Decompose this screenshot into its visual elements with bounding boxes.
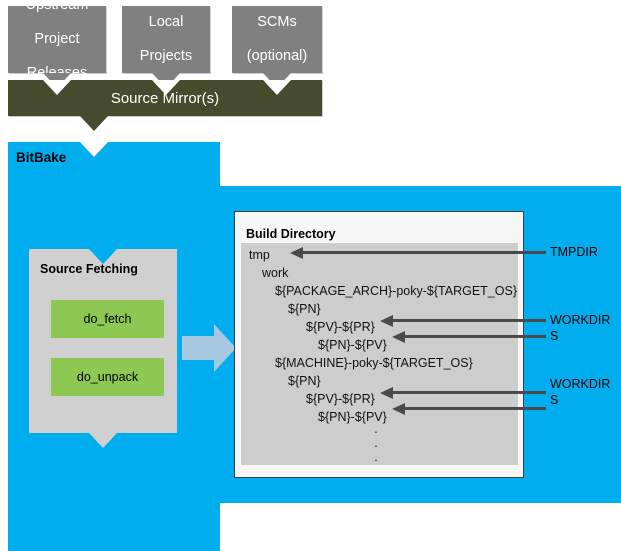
task-do-unpack-label: do_unpack xyxy=(76,370,139,384)
tree-line-work: work xyxy=(262,266,289,280)
pointer-head-s-1 xyxy=(392,331,405,343)
task-do-fetch-label: do_fetch xyxy=(83,312,132,326)
source-fetching-panel xyxy=(29,249,177,433)
pointer-label-workdir-2: WORKDIR xyxy=(550,377,611,391)
pointer-label-workdir-1: WORKDIR xyxy=(550,313,611,327)
source-box-upstream-line1: Upstream xyxy=(25,0,89,13)
tree-line-pn-2: ${PN} xyxy=(288,374,321,388)
mirror-to-bitbake-notch xyxy=(80,142,108,157)
fetch-to-build-arrow-shaft xyxy=(182,336,214,360)
task-do-unpack[interactable]: do_unpack xyxy=(51,358,164,396)
tree-line-tmp: tmp xyxy=(249,248,270,262)
pointer-head-workdir-1 xyxy=(380,315,393,327)
pointer-shaft-s-1 xyxy=(404,335,546,338)
source-box-scms: SCMs (optional) xyxy=(232,6,322,73)
build-directory-tree-area xyxy=(241,243,518,465)
source-mirror-label: Source Mirror(s) xyxy=(110,89,220,107)
source-box-local-line2: Projects xyxy=(139,48,193,64)
pointer-shaft-workdir-2 xyxy=(392,391,546,394)
source-box-local-line1: Local xyxy=(148,14,184,30)
tree-line-pv-pr-1: ${PV}-${PR} xyxy=(306,320,375,334)
tree-line-pv-pr-2: ${PV}-${PR} xyxy=(306,392,375,406)
task-do-fetch[interactable]: do_fetch xyxy=(51,300,164,338)
pointer-label-tmpdir: TMPDIR xyxy=(550,245,598,259)
bitbake-label: BitBake xyxy=(16,150,67,165)
tree-ellipsis-dot-3: . xyxy=(374,450,378,464)
pointer-label-s-2: S xyxy=(550,393,559,407)
bitbake-region-lower-left xyxy=(8,503,220,551)
pointer-label-s-1: S xyxy=(550,329,559,343)
pointer-shaft-workdir-1 xyxy=(392,319,546,322)
pointer-head-s-2 xyxy=(392,403,405,415)
mirror-notch-local xyxy=(152,80,180,95)
source-box-upstream-line2: Project xyxy=(34,31,80,47)
fetch-panel-top-notch xyxy=(89,249,117,264)
source-fetching-title: Source Fetching xyxy=(40,262,138,276)
source-box-local: Local Projects xyxy=(122,6,210,73)
mirror-notch-upstream xyxy=(43,80,71,95)
bitbake-region-upper xyxy=(8,142,220,187)
fetch-to-build-arrow-head xyxy=(214,324,236,372)
mirror-notch-scms xyxy=(263,80,291,95)
source-box-scms-line2: (optional) xyxy=(246,48,308,64)
build-directory-title: Build Directory xyxy=(246,227,336,241)
tree-ellipsis-dot-1: . xyxy=(374,422,378,436)
pointer-head-workdir-2 xyxy=(380,387,393,399)
fetch-panel-bottom-arrow xyxy=(89,433,117,448)
source-box-upstream: Upstream Project Releases xyxy=(8,0,106,81)
tree-line-pn-pv-1: ${PN}-${PV} xyxy=(318,338,387,352)
tree-line-package-arch: ${PACKAGE_ARCH}-poky-${TARGET_OS} xyxy=(275,284,517,298)
pointer-head-tmpdir xyxy=(290,247,303,259)
tree-line-pn-pv-2: ${PN}-${PV} xyxy=(318,410,387,424)
tree-line-machine: ${MACHINE}-poky-${TARGET_OS} xyxy=(275,356,473,370)
mirror-down-arrow xyxy=(80,116,108,131)
tree-line-pn-1: ${PN} xyxy=(288,302,321,316)
pointer-shaft-s-2 xyxy=(404,407,546,410)
source-box-scms-line1: SCMs xyxy=(257,14,297,30)
tree-ellipsis-dot-2: . xyxy=(374,436,378,450)
pointer-shaft-tmpdir xyxy=(302,251,546,254)
